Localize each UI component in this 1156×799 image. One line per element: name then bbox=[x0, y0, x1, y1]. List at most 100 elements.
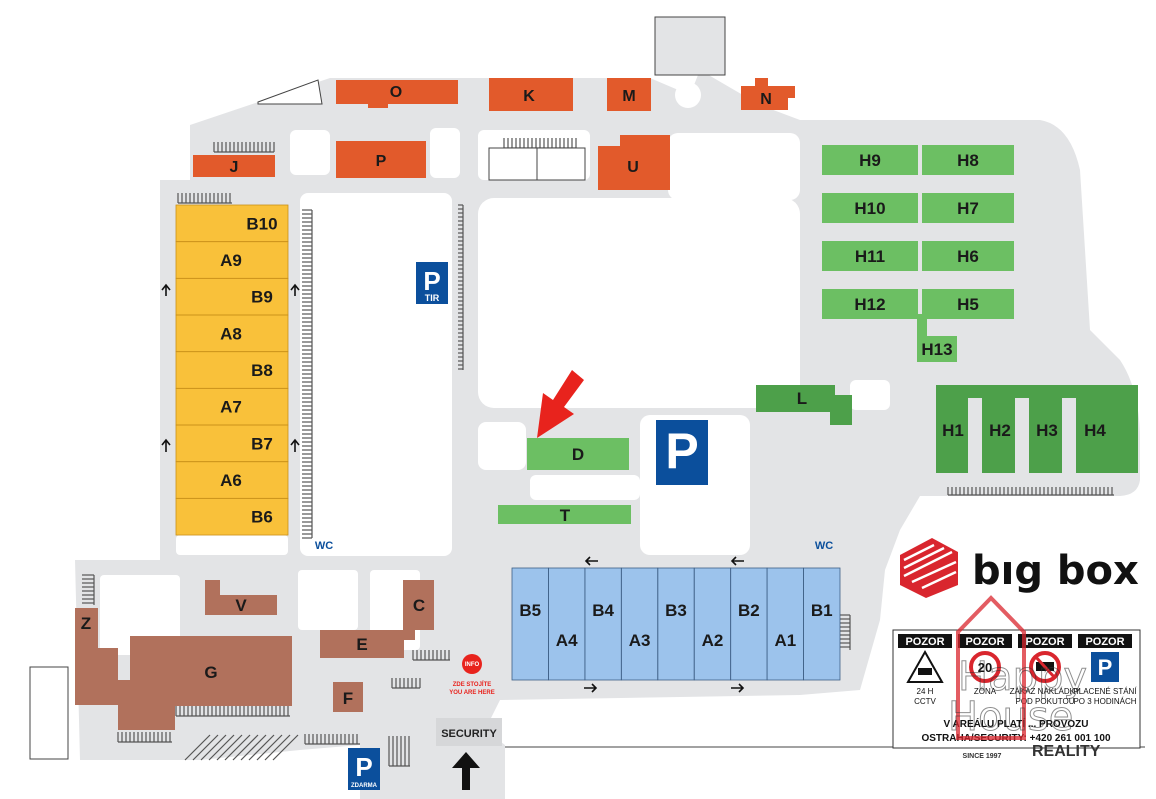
security-label: SECURITY bbox=[441, 728, 497, 740]
sign-header bbox=[958, 634, 1012, 648]
unit-label-B3: B3 bbox=[665, 601, 687, 620]
brown-buildings bbox=[75, 580, 434, 730]
building-P[interactable] bbox=[336, 141, 426, 178]
unit-label-A7: A7 bbox=[220, 398, 242, 417]
info-label: INFO bbox=[465, 662, 480, 668]
green-h-block bbox=[822, 145, 1014, 362]
cctv-camera-icon bbox=[906, 649, 944, 683]
label-V: V bbox=[235, 596, 247, 615]
label-C: C bbox=[413, 596, 425, 615]
label-H3: H3 bbox=[1036, 421, 1058, 440]
sign-line1: ZÁKAZ NAKLÁDKY bbox=[1010, 687, 1081, 696]
unit-label-B9: B9 bbox=[251, 288, 273, 307]
label-H12: H12 bbox=[854, 295, 885, 314]
label-J: J bbox=[230, 159, 239, 176]
brand-logo: bıg box bbox=[900, 538, 1139, 598]
yellow-block bbox=[176, 205, 288, 535]
parking-free-letter: P bbox=[355, 752, 372, 782]
building-O-notch bbox=[368, 100, 388, 108]
sign-line1: 24 H bbox=[917, 687, 934, 696]
label-U: U bbox=[627, 159, 639, 176]
unit-B1[interactable] bbox=[803, 567, 841, 681]
sign-line2: POD POKUTOU bbox=[1016, 697, 1075, 706]
unit-label-B2: B2 bbox=[738, 601, 760, 620]
label-H4: H4 bbox=[1084, 421, 1106, 440]
building-M[interactable] bbox=[607, 78, 651, 111]
label-H13: H13 bbox=[921, 340, 952, 359]
label-H10: H10 bbox=[854, 199, 885, 218]
building-N[interactable] bbox=[741, 78, 795, 110]
label-E: E bbox=[356, 635, 367, 654]
parking-main-letter: P bbox=[665, 423, 698, 479]
label-M: M bbox=[622, 88, 635, 105]
unit-label-A9: A9 bbox=[220, 251, 242, 270]
security-gate: SECURITY bbox=[436, 718, 502, 790]
label-H1: H1 bbox=[942, 421, 964, 440]
green-h1-h4: H1 H2 H3 H4 bbox=[936, 385, 1138, 473]
label-N: N bbox=[760, 91, 772, 108]
watermark-since: SINCE 1997 bbox=[963, 753, 1002, 760]
unit-label-B4: B4 bbox=[592, 601, 614, 620]
parking-tir[interactable]: P TIR bbox=[416, 262, 448, 304]
building-L[interactable] bbox=[756, 385, 852, 425]
label-L: L bbox=[797, 389, 807, 408]
building-C[interactable] bbox=[403, 580, 434, 640]
label-O: O bbox=[390, 84, 402, 101]
sign-line2: CCTV bbox=[914, 697, 936, 706]
building-E[interactable] bbox=[320, 630, 404, 658]
unit-label-B6: B6 bbox=[251, 508, 273, 527]
label-P: P bbox=[376, 153, 387, 170]
parking-free[interactable]: P ZDARMA bbox=[348, 748, 380, 790]
loading-dock-hatches bbox=[82, 138, 1114, 767]
orange-labels: O K M N J P U bbox=[230, 84, 772, 176]
green-l-d-t: L D T bbox=[498, 385, 852, 525]
unit-label-A4: A4 bbox=[556, 631, 578, 650]
brand-name: bıg box bbox=[972, 548, 1139, 594]
unit-label-A6: A6 bbox=[220, 471, 242, 490]
sign-line2: PO 3 HODINÁCH bbox=[1073, 697, 1136, 706]
label-H11: H11 bbox=[855, 247, 885, 266]
building-O[interactable] bbox=[336, 80, 458, 104]
sign-title: POZOR bbox=[905, 636, 944, 648]
you-are-here-cz: ZDE STOJÍTE bbox=[453, 680, 492, 688]
gray-building-left bbox=[29, 666, 69, 760]
unit-B6[interactable] bbox=[175, 497, 289, 536]
wc-right: WC bbox=[815, 540, 833, 552]
building-V[interactable] bbox=[205, 580, 277, 615]
ramp-top-left bbox=[257, 79, 323, 105]
parking-icon bbox=[1091, 652, 1119, 682]
sign-title: POZOR bbox=[1085, 636, 1124, 648]
orange-buildings bbox=[193, 78, 795, 190]
label-H9: H9 bbox=[859, 151, 881, 170]
label-T: T bbox=[560, 506, 571, 525]
building-G[interactable] bbox=[75, 608, 292, 730]
sign-header bbox=[898, 634, 952, 648]
building-J[interactable] bbox=[193, 155, 275, 177]
happy-house-watermark: Happy House REALITY SINCE 1997 bbox=[948, 595, 1101, 760]
sign-title: POZOR bbox=[1025, 636, 1064, 648]
house-outline-icon bbox=[956, 595, 1026, 740]
unit-label-A2: A2 bbox=[702, 631, 724, 650]
label-F: F bbox=[343, 689, 353, 708]
building-F[interactable] bbox=[333, 682, 363, 712]
label-H6: H6 bbox=[957, 247, 979, 266]
red-pointer-arrow-icon bbox=[537, 370, 584, 438]
unit-label-B1: B1 bbox=[811, 601, 833, 620]
sign-title: POZOR bbox=[965, 636, 1004, 648]
building-D[interactable] bbox=[527, 438, 629, 470]
entrance-arrow-icon bbox=[452, 752, 480, 790]
unit-label-A1: A1 bbox=[774, 631, 796, 650]
parking-main[interactable]: P bbox=[656, 420, 708, 485]
svg-text:P: P bbox=[1098, 655, 1113, 680]
label-D: D bbox=[572, 445, 584, 464]
building-U[interactable] bbox=[598, 135, 670, 190]
unit-label-B8: B8 bbox=[251, 361, 273, 380]
building-K[interactable] bbox=[489, 78, 573, 111]
parking-tir-sub: TIR bbox=[425, 293, 440, 303]
building-T[interactable] bbox=[498, 505, 631, 524]
speed-limit-20-icon bbox=[969, 651, 1001, 683]
